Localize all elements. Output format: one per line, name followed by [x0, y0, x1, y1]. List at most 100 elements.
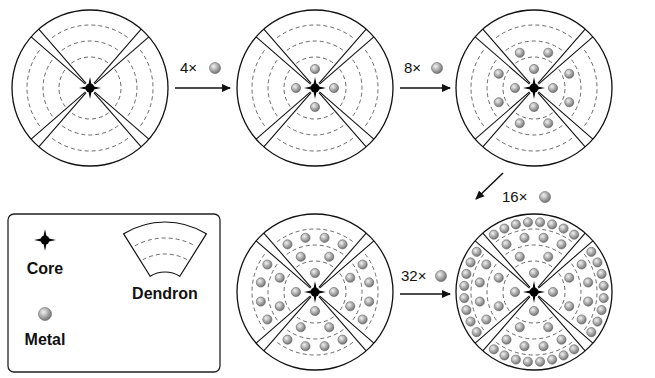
metal-sphere — [515, 119, 524, 128]
dendron-edge — [95, 92, 149, 139]
generation-shell — [252, 50, 265, 126]
generation-shell — [287, 41, 344, 50]
metal-sphere — [565, 302, 574, 311]
generation-shell — [340, 69, 346, 106]
generation-shell — [140, 50, 153, 126]
generation-shell — [284, 273, 290, 310]
metal-sphere — [536, 357, 545, 366]
metal-sphere — [310, 64, 319, 73]
metal-sphere — [559, 351, 568, 360]
metal-sphere — [358, 315, 367, 324]
metal-sphere — [256, 297, 265, 306]
dendron-edge — [319, 29, 366, 83]
metal-sphere — [593, 258, 602, 267]
generation-shell — [515, 57, 552, 63]
generation-shell — [143, 254, 188, 260]
generation-shell — [52, 25, 128, 38]
metal-sphere — [291, 83, 300, 92]
generation-shell — [43, 60, 52, 117]
step-arrow — [400, 87, 450, 89]
metal-sphere — [466, 258, 475, 267]
metal-count: 32× — [401, 268, 426, 285]
legend-box — [8, 214, 220, 372]
generation-shell — [572, 60, 581, 117]
metal-sphere — [494, 69, 503, 78]
metal-sphere — [256, 278, 265, 287]
generation-shell — [515, 317, 552, 323]
legend-label: Dendron — [132, 285, 198, 303]
dendron-edge — [483, 93, 530, 147]
generation-shell — [353, 60, 362, 117]
dendron-edge — [539, 92, 593, 139]
dendron-edge — [320, 37, 374, 84]
core-symbol — [79, 77, 101, 99]
generation-shell — [115, 69, 121, 106]
generation-shell — [340, 273, 346, 310]
metal-sphere — [593, 317, 602, 326]
metal-sphere — [346, 273, 355, 282]
metal-sphere — [494, 98, 503, 107]
step-arrow — [400, 293, 450, 295]
metal-sphere — [466, 317, 475, 326]
metal-sphere — [515, 323, 524, 332]
metal-sphere — [320, 233, 329, 242]
metal-sphere — [584, 297, 593, 306]
metal-sphere — [544, 48, 553, 57]
metal-sphere — [338, 240, 347, 249]
metal-sphere — [511, 355, 520, 364]
dendron-edge — [94, 93, 141, 147]
metal-sphere — [577, 315, 586, 324]
dendron-edge — [94, 29, 141, 83]
metal-sphere — [587, 247, 596, 256]
metal-sphere — [584, 278, 593, 287]
metal-sphere — [462, 269, 471, 278]
metal-sphere — [301, 233, 310, 242]
metal-sphere — [597, 306, 606, 315]
dendron-edge — [264, 233, 311, 287]
metal-sphere — [520, 233, 529, 242]
metal-sphere — [482, 315, 491, 324]
generation-shell — [506, 41, 563, 50]
metal-sphere — [346, 302, 355, 311]
dendron-edge — [538, 93, 585, 147]
metal-sphere — [548, 355, 557, 364]
generation-shell — [515, 261, 552, 267]
generation-shell — [296, 113, 333, 119]
generation-shell — [277, 25, 353, 38]
core-symbol — [304, 281, 326, 303]
metal-sphere — [510, 83, 519, 92]
metal-sphere — [494, 273, 503, 282]
metal-sphere — [587, 328, 596, 337]
metal-sphere — [310, 268, 319, 277]
generation-shell — [503, 69, 509, 106]
metal-sphere — [325, 252, 334, 261]
metal-sphere — [544, 252, 553, 261]
metal-sphere — [460, 294, 469, 303]
metal-sphere — [301, 342, 310, 351]
generation-shell — [584, 50, 597, 126]
dendron-edge — [538, 29, 585, 83]
metal-sphere — [310, 306, 319, 315]
metal-sphere — [263, 315, 272, 324]
metal-sphere — [520, 342, 529, 351]
metal-sphere — [489, 345, 498, 354]
dendrimer-outline — [456, 10, 612, 166]
metal-count: 4× — [180, 60, 197, 77]
step-arrow — [476, 173, 503, 199]
dendron-edge — [483, 29, 530, 83]
generation-shell — [487, 60, 496, 117]
generation-shell — [135, 238, 195, 246]
dendron-edge — [320, 92, 374, 139]
metal-sphere — [565, 273, 574, 282]
generation-shell — [487, 264, 496, 321]
generation-shell — [353, 264, 362, 321]
metal-sphere — [475, 278, 484, 287]
dendron-edge — [256, 92, 310, 139]
legend-label: Core — [27, 260, 63, 278]
metal-sphere — [275, 273, 284, 282]
metal-sphere — [548, 287, 557, 296]
metal-sphere — [559, 224, 568, 233]
metal-sphere — [500, 351, 509, 360]
metal-sphere — [529, 268, 538, 277]
